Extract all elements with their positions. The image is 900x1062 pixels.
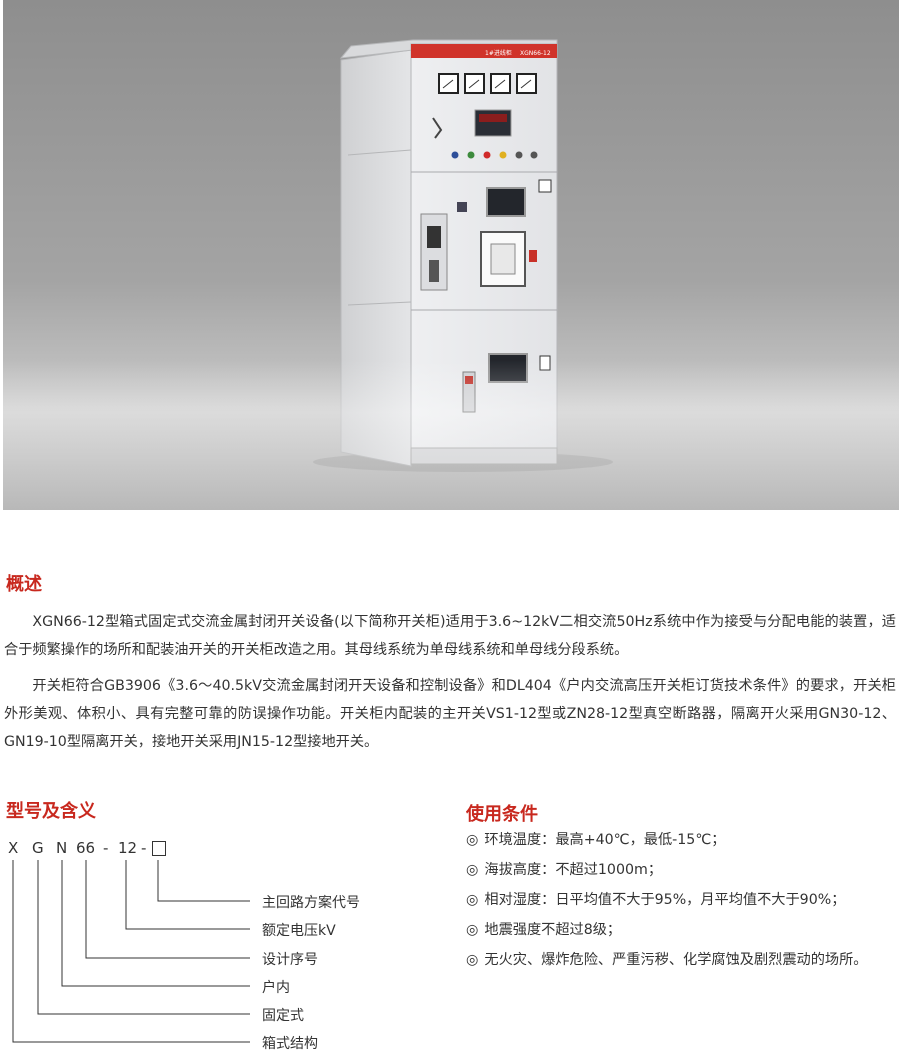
- label-indoor: 户内: [262, 980, 290, 996]
- condition-item: ◎无火灾、爆炸危险、严重污秽、化学腐蚀及剧烈震动的场所。: [466, 952, 868, 968]
- label-box-structure: 箱式结构: [262, 1036, 318, 1052]
- code-part-66: 66: [76, 839, 96, 857]
- overview-paragraph-2: 开关柜符合GB3906《3.6～40.5kV交流金属封闭开天设备和控制设备》和D…: [4, 678, 896, 750]
- condition-item: ◎环境温度：最高+40℃，最低-15℃；: [466, 832, 726, 848]
- switchgear-cabinet-illustration: 1#进线柜 XGN66-12: [313, 39, 613, 472]
- cabinet-model-text: XGN66-12: [520, 50, 551, 57]
- overview-paragraph-1: XGN66-12型箱式固定式交流金属封闭开关设备(以下简称开关柜)适用于3.6~…: [4, 614, 896, 658]
- code-part-dash-2: -: [141, 839, 147, 857]
- code-part-12: 12: [118, 839, 138, 857]
- bullet-circle-icon: ◎: [466, 922, 479, 938]
- floor-reflection: [3, 360, 899, 510]
- code-part-dash-1: -: [103, 839, 109, 857]
- bullet-circle-icon: ◎: [466, 862, 479, 878]
- bullet-circle-icon: ◎: [466, 832, 479, 848]
- control-buttons: [451, 151, 538, 159]
- label-fixed-type: 固定式: [262, 1008, 304, 1024]
- cabinet-title-text: 1#进线柜: [485, 49, 512, 57]
- code-part-x: X: [8, 839, 19, 857]
- bullet-circle-icon: ◎: [466, 952, 479, 968]
- label-rated-voltage: 额定电压kV: [262, 923, 336, 939]
- meter-gauges: [438, 73, 537, 94]
- code-part-n: N: [56, 839, 68, 857]
- condition-item: ◎海拔高度：不超过1000m；: [466, 862, 663, 878]
- bullet-circle-icon: ◎: [466, 892, 479, 908]
- label-design-number: 设计序号: [262, 952, 318, 968]
- code-part-g: G: [32, 839, 44, 857]
- label-main-circuit-scheme: 主回路方案代号: [262, 895, 360, 911]
- condition-item: ◎地震强度不超过8级；: [466, 922, 622, 938]
- conditions-title: 使用条件: [466, 804, 538, 825]
- overview-title: 概述: [6, 574, 42, 595]
- model-meaning-title: 型号及含义: [6, 801, 96, 822]
- condition-item: ◎相对湿度：日平均值不大于95%，月平均值不大于90%；: [466, 892, 846, 908]
- scheme-code-box: [152, 841, 166, 856]
- product-photo: 1#进线柜 XGN66-12: [3, 0, 899, 510]
